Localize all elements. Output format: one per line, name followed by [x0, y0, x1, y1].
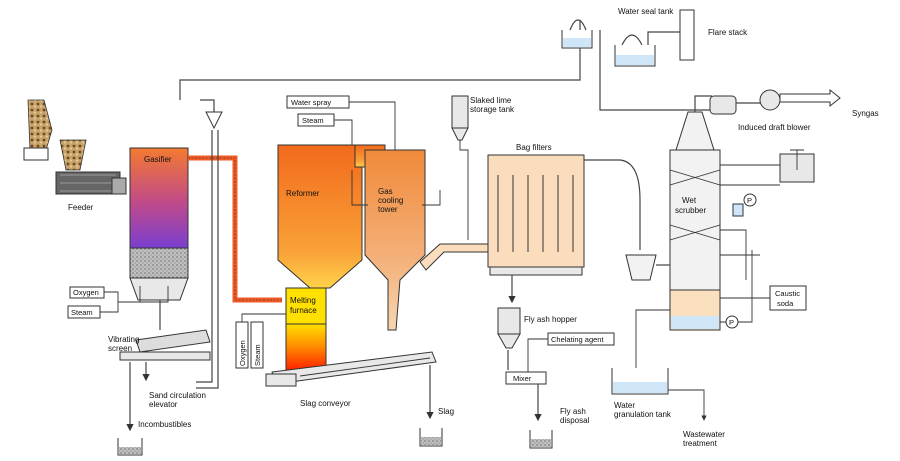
- steam-vertical-label: Steam: [253, 344, 262, 366]
- wastewater-label-1: Wastewater: [683, 430, 725, 439]
- waste-pile: [23, 99, 53, 161]
- melting-furnace-label-2: furnace: [290, 306, 317, 315]
- tower-to-bag-filter-duct: [419, 243, 489, 271]
- cyclone-separator: [200, 99, 223, 130]
- gas-cooling-label-2: cooling: [378, 196, 403, 205]
- water-granulation-label-1: Water: [614, 401, 635, 410]
- reformer-label: Reformer: [286, 189, 320, 198]
- caustic-soda-box: [769, 285, 807, 311]
- slag-conveyor: [265, 351, 437, 387]
- water-seal-tank-1: [561, 19, 593, 49]
- vibrating-screen-label-2: screen: [108, 344, 132, 353]
- pump-top-label: P: [747, 196, 752, 205]
- vibrating-screen: [119, 300, 211, 361]
- feeder-label: Feeder: [68, 203, 94, 212]
- slaked-lime-storage-tank: [451, 95, 469, 240]
- slaked-lime-label-2: storage tank: [470, 105, 515, 114]
- wet-scrubber-label-2: scrubber: [675, 206, 706, 215]
- gasifier-vessel: [129, 147, 189, 301]
- bag-filter-housing: [487, 154, 585, 276]
- slag-conveyor-label: Slag conveyor: [300, 399, 351, 408]
- mixer-box: [505, 371, 547, 385]
- oxygen-left-label: Oxygen: [73, 288, 99, 297]
- bag-filters-label: Bag filters: [516, 143, 552, 152]
- syngas-return-line: [179, 20, 720, 111]
- feeder-hopper: [55, 139, 127, 195]
- slag-label: Slag: [438, 407, 454, 416]
- mixer-label: Mixer: [513, 374, 532, 383]
- incombustibles-label: Incombustibles: [138, 420, 191, 429]
- pump-bottom-label: P: [729, 318, 734, 327]
- vibrating-screen-label-1: Vibrating: [108, 335, 139, 344]
- fly-ash-disposal-label-2: disposal: [560, 416, 590, 425]
- flare-stack-label: Flare stack: [708, 28, 748, 37]
- water-seal-tank-2: [614, 31, 680, 67]
- gas-cooling-label-3: tower: [378, 205, 398, 214]
- steam-vertical-box: [250, 321, 264, 369]
- fly-ash-disposal-label-1: Fly ash: [560, 407, 586, 416]
- chelating-agent-label: Chelating agent: [551, 335, 604, 344]
- slaked-lime-label-1: Slaked lime: [470, 96, 512, 105]
- cyclone-to-scrubber: [625, 254, 657, 281]
- caustic-soda-label-1: Caustic: [775, 289, 800, 298]
- wastewater-label-2: treatment: [683, 439, 718, 448]
- wet-scrubber-column: [669, 95, 721, 331]
- sand-circulation-label-1: Sand circulation: [149, 391, 206, 400]
- water-granulation-tank: [611, 368, 669, 395]
- water-granulation-label-2: granulation tank: [614, 410, 672, 419]
- induced-draft-blower-label: Induced draft blower: [738, 123, 811, 132]
- gas-cooling-label-1: Gas: [378, 187, 393, 196]
- scrubber-stirred-tank: [779, 149, 815, 183]
- steam-left-label: Steam: [71, 308, 93, 317]
- induced-draft-blower: [709, 88, 841, 115]
- oxygen-box: [69, 286, 105, 299]
- slag-bin: [419, 365, 443, 447]
- sand-circulation-label-2: elevator: [149, 400, 178, 409]
- steam-top-label: Steam: [302, 116, 324, 125]
- fly-ash-hopper-label: Fly ash hopper: [524, 315, 577, 324]
- fly-ash-disposal-bin: [529, 384, 553, 449]
- water-spray-label: Water spray: [291, 98, 331, 107]
- fly-ash-hopper: [497, 275, 521, 349]
- pump-top: [743, 193, 757, 207]
- reformer-vessel: [277, 144, 363, 289]
- sand-circulation-elevator: [196, 130, 219, 389]
- syngas-label: Syngas: [852, 109, 879, 118]
- flare-stack: [679, 9, 695, 61]
- wet-scrubber-label-1: Wet: [682, 196, 697, 205]
- melting-furnace: [285, 287, 327, 371]
- gas-cooling-tower: [364, 149, 426, 331]
- oxygen-vertical-label: Oxygen: [238, 340, 247, 366]
- melting-furnace-label-1: Melting: [290, 296, 316, 305]
- water-seal-tank-label: Water seal tank: [618, 7, 674, 16]
- gasifier-label: Gasifier: [144, 155, 172, 164]
- caustic-soda-label-2: soda: [777, 299, 794, 308]
- incombustibles-bin: [117, 362, 143, 456]
- dosing-tank: [732, 203, 744, 217]
